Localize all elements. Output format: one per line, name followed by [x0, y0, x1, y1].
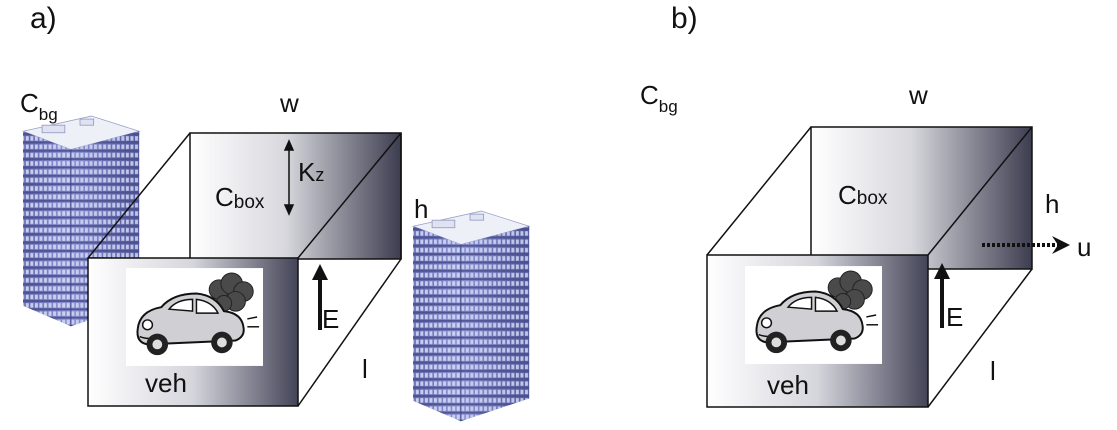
box-back-face — [190, 133, 401, 259]
panel-a: a) Cbg veh Cbox — [20, 2, 530, 422]
box-concentration-label: Cbox — [215, 182, 265, 213]
panel-label: b) — [671, 2, 698, 35]
wind-arrow — [982, 236, 1070, 254]
vehicle-label: veh — [145, 368, 187, 398]
vehicle-label: veh — [767, 370, 809, 400]
height-label: h — [1045, 189, 1059, 219]
panel-b: b) Cbg veh Cbox w h l u — [640, 2, 1091, 408]
car-emitting-smoke-icon — [745, 265, 882, 365]
wind-speed-label: u — [1077, 232, 1091, 262]
emission-arrow — [934, 263, 950, 328]
car-emitting-smoke-icon — [126, 267, 263, 367]
width-label: w — [279, 88, 299, 118]
office-building-icon — [412, 210, 530, 422]
emission-arrow — [312, 264, 328, 330]
width-label: w — [908, 80, 928, 110]
height-label: h — [414, 194, 428, 224]
length-label: l — [362, 354, 368, 384]
emission-label: E — [322, 304, 339, 334]
background-concentration-label: Cbg — [20, 88, 58, 124]
box-back-face — [811, 127, 1032, 269]
background-concentration-label: Cbg — [640, 80, 678, 116]
emission-label: E — [946, 302, 963, 332]
vertical-mixing-arrow — [283, 139, 295, 216]
mixing-coefficient-label: Kz — [298, 157, 324, 187]
box-concentration-label: Cbox — [838, 180, 888, 210]
panel-label: a) — [30, 2, 57, 35]
length-label: l — [990, 356, 996, 386]
